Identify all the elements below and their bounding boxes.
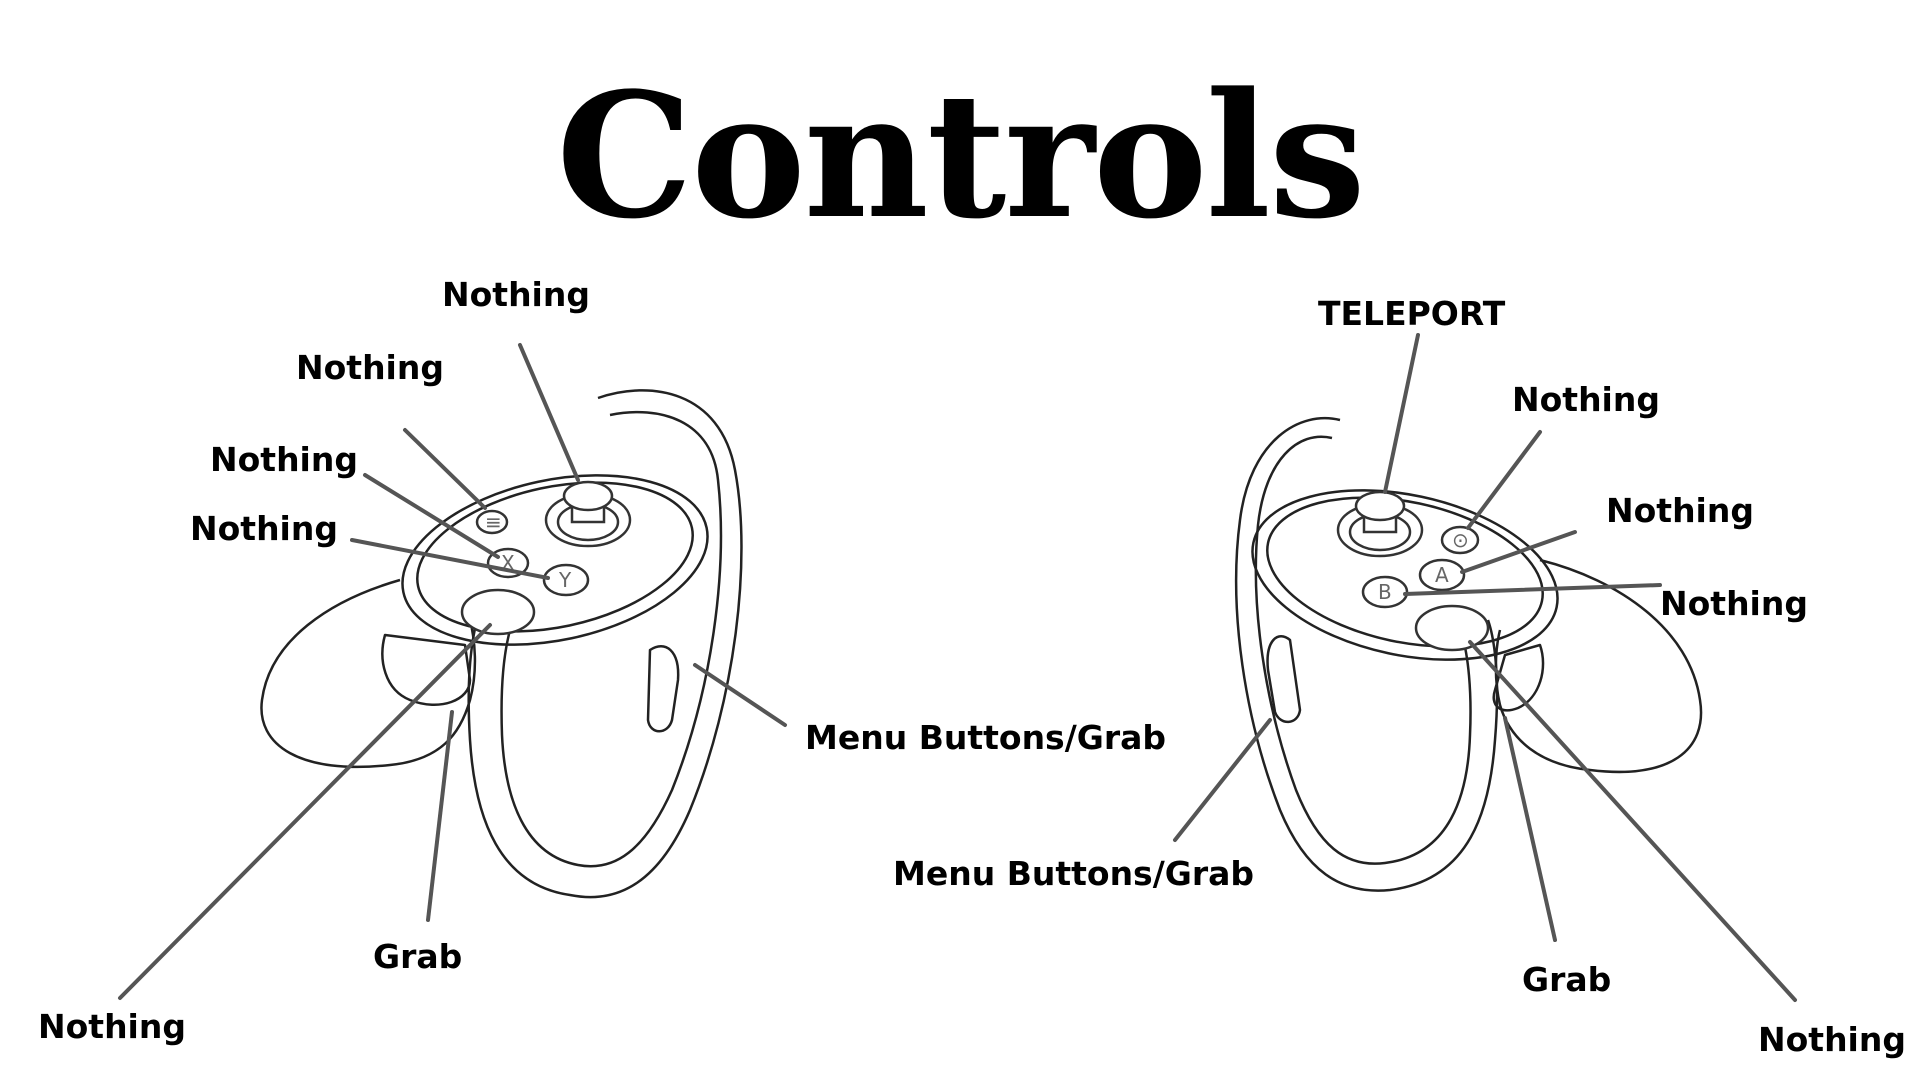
right-leader-lines — [1173, 333, 1797, 1002]
left-y-button — [542, 563, 590, 597]
left-trigger-pad — [460, 588, 536, 636]
left-tracking-ring-inner — [500, 410, 723, 868]
right-side-grip — [1266, 635, 1302, 724]
leader-left-thumbstick — [518, 343, 580, 482]
label-right-b: Nothing — [1660, 584, 1808, 623]
label-right-a: Nothing — [1606, 491, 1754, 530]
label-right-trigger: Nothing — [1758, 1020, 1906, 1059]
leader-left-y — [350, 538, 550, 580]
label-right-grip: Grab — [1522, 960, 1612, 999]
leader-right-oculus — [1466, 430, 1542, 530]
right-b-glyph: B — [1378, 580, 1392, 604]
label-left-trigger: Nothing — [38, 1007, 186, 1046]
leader-right-trigger — [1468, 640, 1797, 1002]
label-left-side: Menu Buttons/Grab — [805, 718, 1167, 757]
label-right-thumbstick: TELEPORT — [1318, 294, 1506, 333]
right-face-outer — [1251, 489, 1559, 661]
left-grip-button — [381, 633, 472, 707]
left-controller: ≡ X Y — [260, 389, 743, 899]
label-right-side: Menu Buttons/Grab — [893, 854, 1255, 893]
page-title: Controls — [556, 54, 1366, 257]
left-leader-lines — [118, 343, 787, 1000]
label-left-grip: Grab — [373, 937, 463, 976]
label-left-x: Nothing — [210, 440, 358, 479]
leader-left-side — [693, 663, 787, 727]
left-menu-glyph: ≡ — [485, 510, 502, 534]
right-oculus-glyph: ⊙ — [1452, 528, 1469, 552]
right-thumbstick-cap — [1354, 490, 1406, 522]
right-tracking-ring — [1234, 416, 1499, 892]
label-left-thumbstick: Nothing — [442, 275, 590, 314]
leader-left-grip — [426, 710, 454, 922]
label-left-y: Nothing — [190, 509, 338, 548]
right-controller: ⊙ A B — [1234, 416, 1703, 892]
leader-left-menu — [403, 428, 487, 510]
leader-left-x — [363, 473, 500, 559]
right-oculus-button — [1440, 525, 1480, 555]
right-tracking-ring-inner — [1254, 435, 1472, 865]
leader-right-thumbstick — [1383, 333, 1420, 494]
right-handle — [1494, 558, 1703, 774]
left-y-glyph: Y — [558, 568, 572, 592]
left-face-inner — [416, 481, 694, 633]
leader-right-a — [1460, 530, 1577, 574]
left-side-grip — [646, 645, 680, 733]
left-handle — [260, 578, 477, 769]
right-grip-button — [1492, 643, 1545, 712]
left-menu-button — [475, 509, 509, 535]
right-a-button — [1418, 558, 1466, 592]
label-left-menu: Nothing — [296, 348, 444, 387]
leader-right-side — [1173, 718, 1272, 842]
right-a-glyph: A — [1435, 563, 1449, 587]
leader-left-trigger — [118, 623, 492, 1000]
left-tracking-ring — [467, 389, 743, 899]
label-right-oculus: Nothing — [1512, 380, 1660, 419]
leader-right-b — [1403, 583, 1662, 596]
left-face-outer — [401, 474, 709, 646]
right-face-inner — [1266, 496, 1544, 648]
leader-right-grip — [1503, 716, 1557, 942]
left-thumbstick-cap — [562, 480, 614, 512]
right-trigger-pad — [1414, 604, 1490, 652]
